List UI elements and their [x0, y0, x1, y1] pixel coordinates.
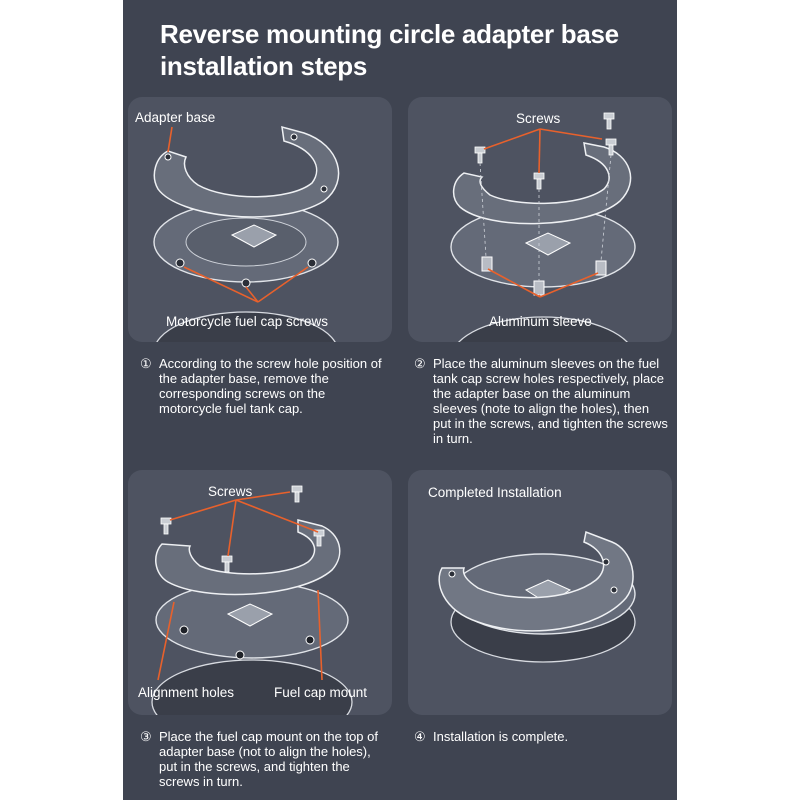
arrows: [483, 128, 603, 298]
label-alignment-holes: Alignment holes: [138, 685, 235, 700]
step-text: Place the aluminum sleeves on the fuel t…: [433, 356, 668, 446]
label-completed-installation: Completed Installation: [428, 485, 562, 500]
installed-adapter-ring: [438, 530, 634, 632]
aluminum-sleeve: [595, 260, 607, 276]
label-aluminum-sleeve: Aluminum sleeve: [489, 314, 592, 329]
screw-icons: [160, 485, 325, 573]
step-number: ④: [414, 729, 426, 744]
label-adapter-base: Adapter base: [135, 110, 216, 125]
fuel-cap-mount-ring: [155, 519, 341, 596]
fuel-cap-illustration-3: [151, 485, 353, 715]
panel-aluminum-sleeves: Screws Aluminum sleeve: [408, 97, 672, 342]
panel-remove-screws: Adapter base Motorcycle fuel cap screws: [128, 97, 392, 342]
page-title: Reverse mounting circle adapter base ins…: [160, 18, 670, 82]
panel-completed: Completed Installation: [408, 470, 672, 715]
adapter-base-ring: [452, 142, 632, 225]
step-text: Place the fuel cap mount on the top of a…: [159, 729, 378, 789]
step-text: Installation is complete.: [433, 729, 569, 744]
fuel-cap-illustration-4: [438, 530, 636, 663]
fuel-cap-illustration-1: [153, 125, 340, 342]
step-number: ②: [414, 356, 426, 371]
step-4: ④ Installation is complete.: [414, 729, 670, 744]
aluminum-sleeve: [533, 280, 545, 296]
title-line-1: Reverse mounting circle adapter base: [160, 19, 619, 49]
fuel-cap-illustration-2: [450, 112, 636, 342]
aluminum-sleeve: [481, 256, 493, 272]
step-number: ①: [140, 356, 152, 371]
step-text: According to the screw hole position of …: [159, 356, 382, 416]
cap-screw-hole: [241, 278, 251, 288]
label-fuel-cap-mount: Fuel cap mount: [274, 685, 368, 700]
adapter-base-ring: [153, 125, 340, 218]
step-3: ③ Place the fuel cap mount on the top of…: [140, 729, 392, 789]
arrows: [157, 491, 323, 681]
step-2: ② Place the aluminum sleeves on the fuel…: [414, 356, 670, 446]
step-1: ① According to the screw hole position o…: [140, 356, 388, 416]
label-fuel-cap-screws: Motorcycle fuel cap screws: [166, 314, 329, 329]
panel-fuel-cap-mount: Screws Alignment holes Fuel cap mount: [128, 470, 392, 715]
arrows: [167, 126, 309, 303]
step-number: ③: [140, 729, 152, 744]
label-screws: Screws: [208, 484, 253, 499]
screw-icons: [474, 112, 617, 190]
label-screws: Screws: [516, 111, 561, 126]
title-line-2: installation steps: [160, 51, 367, 81]
cap-screw-hole: [307, 258, 317, 268]
cap-screw-hole: [175, 258, 185, 268]
